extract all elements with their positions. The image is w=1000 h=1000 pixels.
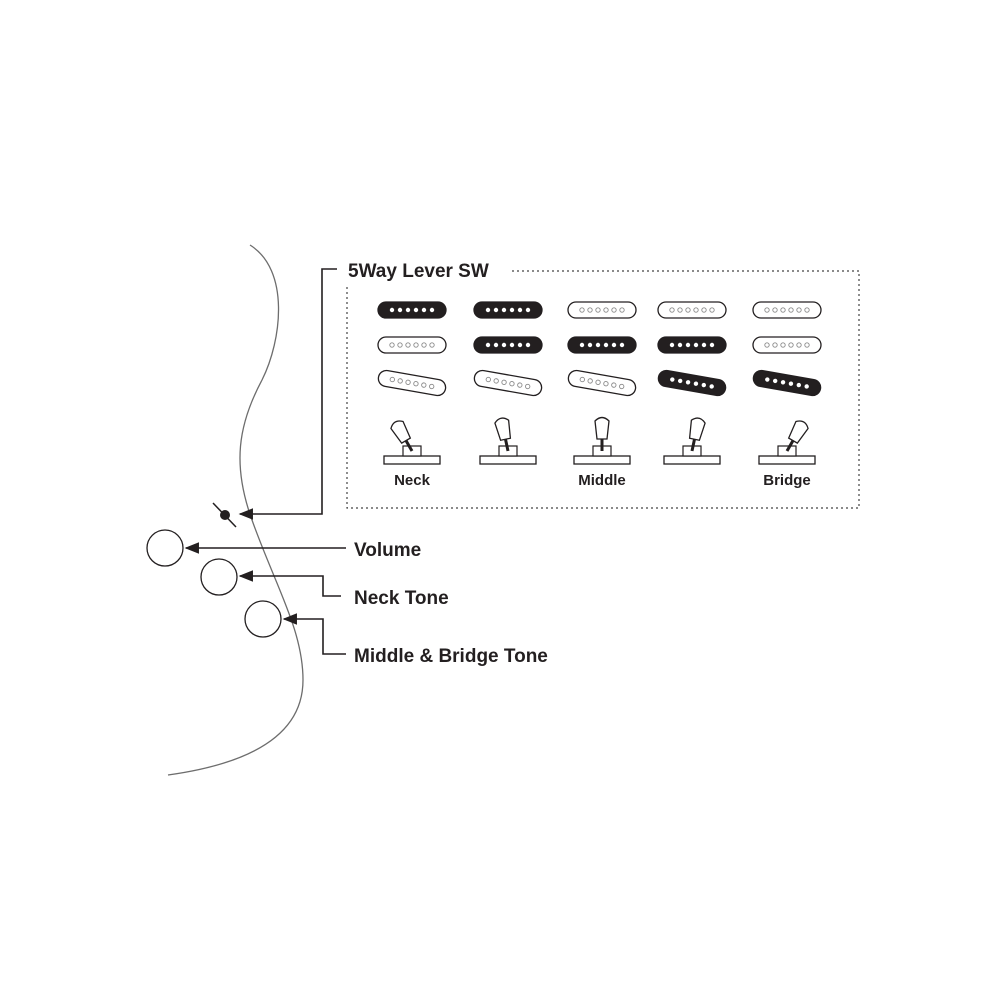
middle-pickup-icon [473, 336, 543, 354]
volume-knob[interactable] [146, 529, 184, 567]
switch-title: 5Way Lever SW [348, 261, 489, 282]
volume-label: Volume [354, 540, 421, 561]
bridge-pickup-icon [657, 369, 727, 397]
middle-bridge-tone-knob[interactable] [244, 600, 282, 638]
position-label: Bridge [763, 472, 811, 489]
guitar-body-outline [167, 244, 304, 776]
switch-position: Middle [567, 301, 637, 489]
switch-position: Bridge [752, 301, 822, 489]
neck-pickup-icon [657, 301, 727, 319]
bridge-pickup-icon [752, 369, 822, 397]
bridge-pickup-icon [567, 369, 637, 397]
neck-tone-label: Neck Tone [354, 588, 449, 609]
position-label: Neck [394, 472, 431, 489]
switch-position [657, 301, 727, 465]
switch-box-frame [346, 270, 860, 509]
middle-pickup-icon [567, 336, 637, 354]
lever-position-icon [479, 417, 537, 465]
neck-tone-knob[interactable] [200, 558, 238, 596]
lever-position-icon [383, 420, 441, 465]
switch-position: Neck [377, 301, 447, 489]
neck-tone-leader-line [238, 570, 341, 597]
neck-pickup-icon [752, 301, 822, 319]
lever-switch-icon [212, 502, 237, 528]
middle-pickup-icon [752, 336, 822, 354]
switch-position [473, 301, 543, 465]
bridge-pickup-icon [473, 369, 543, 397]
neck-pickup-icon [567, 301, 637, 319]
middle-bridge-tone-leader-line [282, 613, 346, 655]
bridge-pickup-icon [377, 369, 447, 397]
switch-positions: Neck Middle Bridge [377, 301, 822, 489]
lever-position-icon [758, 420, 816, 465]
neck-pickup-icon [377, 301, 447, 319]
middle-bridge-tone-label: Middle & Bridge Tone [354, 646, 548, 667]
middle-pickup-icon [377, 336, 447, 354]
lever-position-icon [573, 416, 631, 465]
switch-leader-line [238, 268, 337, 520]
neck-pickup-icon [473, 301, 543, 319]
position-label: Middle [578, 472, 626, 489]
middle-pickup-icon [657, 336, 727, 354]
lever-position-icon [663, 417, 721, 465]
